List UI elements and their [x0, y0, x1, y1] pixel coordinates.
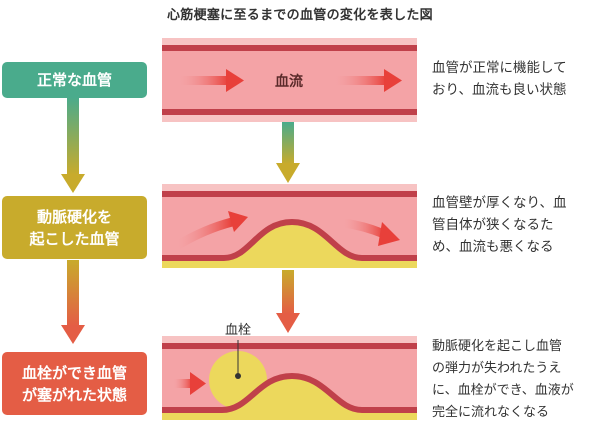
mid-connector-2: [276, 270, 300, 333]
left-connector-1: [61, 97, 85, 193]
description-atherosclerosis: 血管壁が厚くなり、血 管自体が狭くなるた め、血流も悪くなる: [432, 195, 567, 255]
stage-label-text: 正常な血管: [36, 71, 112, 89]
thrombus-callout: [235, 340, 241, 379]
stage-label-normal: 正常な血管: [2, 62, 147, 98]
flow-arrow: [180, 69, 244, 92]
thrombus-label: 血栓: [225, 323, 251, 338]
stage-label-text: 動脈硬化を 起こした血管: [29, 207, 120, 248]
blood-flow-label: 血流: [275, 73, 303, 90]
thrombus-vessel: [162, 336, 417, 420]
left-connector-2: [61, 260, 85, 344]
flow-arrow: [175, 211, 248, 249]
mid-connector-1: [276, 122, 300, 183]
flow-arrow: [174, 372, 206, 395]
description-normal: 血管が正常に機能して おり、血流も良い状態: [432, 60, 567, 98]
vessel-wall-narrowed: [162, 372, 417, 413]
description-thrombus: 動脈硬化を起こし血管 の弾力が失われたうえ に、血栓ができ、血液が 完全に流れな…: [432, 339, 574, 420]
stage-label-text: 血栓ができ血管 が塞がれた状態: [21, 363, 127, 404]
normal-vessel: [162, 38, 417, 122]
vessel-wall-narrowed: [162, 218, 417, 261]
stage-label-atherosclerosis: 動脈硬化を 起こした血管: [2, 196, 147, 259]
plaque: [162, 224, 417, 268]
diagram-title: 心筋梗塞に至るまでの血管の変化を表した図: [166, 8, 433, 23]
flow-arrow: [336, 69, 402, 92]
atherosclerosis-vessel: [162, 184, 417, 268]
stage-label-thrombus: 血栓ができ血管 が塞がれた状態: [2, 352, 147, 415]
flow-arrow: [343, 218, 400, 246]
